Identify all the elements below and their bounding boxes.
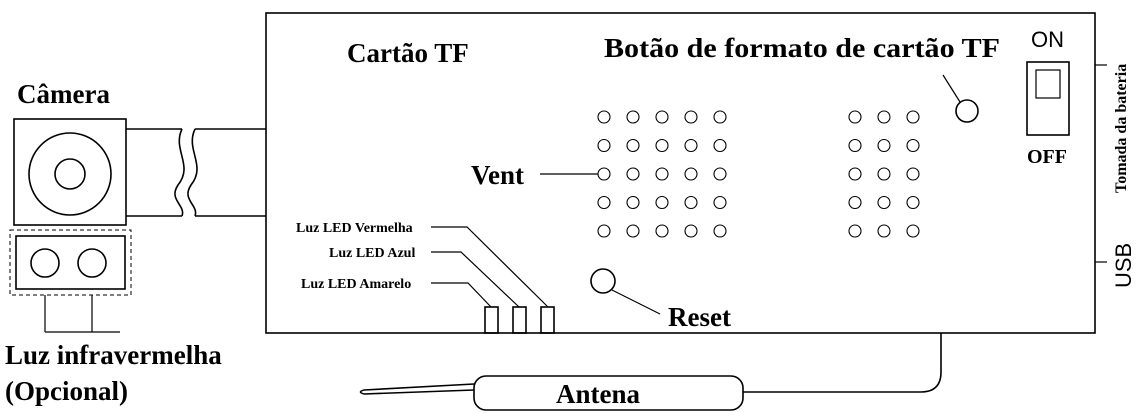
vent-hole bbox=[713, 224, 727, 238]
vent-hole bbox=[626, 138, 640, 153]
vent-label: Vent bbox=[471, 160, 524, 190]
vent-hole bbox=[597, 167, 611, 181]
vent-hole bbox=[626, 167, 640, 181]
vent-grid bbox=[597, 110, 920, 238]
vent-hole bbox=[684, 167, 698, 181]
vent-hole bbox=[848, 167, 862, 181]
antenna bbox=[359, 333, 942, 411]
power-switch bbox=[1026, 61, 1070, 136]
tf-format-button-label: Botão de formato de cartão TF bbox=[604, 33, 1000, 63]
vent-hole bbox=[597, 224, 611, 238]
vent-hole bbox=[848, 110, 862, 124]
vent-hole bbox=[906, 138, 920, 153]
switch-off-label: OFF bbox=[1027, 146, 1067, 168]
vent-hole bbox=[597, 138, 611, 153]
led-blue-label: Luz LED Azul bbox=[329, 246, 415, 261]
vent-hole bbox=[655, 224, 669, 238]
usb-label: USB bbox=[1111, 243, 1136, 288]
infrared-module bbox=[9, 229, 132, 333]
reset-label: Reset bbox=[668, 302, 731, 332]
vent-hole bbox=[877, 195, 891, 210]
vent-hole bbox=[684, 138, 698, 153]
antenna-label: Antena bbox=[556, 379, 641, 409]
vent-hole bbox=[877, 110, 891, 124]
vent-hole bbox=[597, 195, 611, 210]
vent-hole bbox=[655, 138, 669, 153]
tf-format-button bbox=[955, 99, 979, 123]
vent-hole bbox=[848, 138, 862, 153]
camera-module bbox=[13, 118, 266, 226]
led-indicators bbox=[431, 226, 555, 334]
switch-on-label: ON bbox=[1031, 27, 1064, 52]
vent-hole bbox=[848, 224, 862, 238]
vent-hole bbox=[877, 138, 891, 153]
battery-socket-label: Tomada da bateria bbox=[1113, 64, 1130, 193]
vent-hole bbox=[626, 224, 640, 238]
vent-hole bbox=[713, 195, 727, 210]
vent-hole bbox=[713, 110, 727, 124]
tf-card-label: Cartão TF bbox=[347, 38, 469, 68]
infrared-label-line2: (Opcional) bbox=[5, 376, 128, 406]
vent-hole bbox=[713, 138, 727, 153]
vent-hole bbox=[906, 110, 920, 124]
vent-hole bbox=[906, 195, 920, 210]
infrared-label-line1: Luz infravermelha bbox=[5, 340, 222, 370]
led-red-label: Luz LED Vermelha bbox=[296, 221, 413, 236]
reset-button bbox=[590, 268, 616, 294]
led-yellow-label: Luz LED Amarelo bbox=[301, 277, 411, 292]
camera-label: Câmera bbox=[17, 79, 110, 109]
device-body bbox=[265, 12, 1096, 334]
vent-hole bbox=[626, 110, 640, 124]
vent-hole bbox=[626, 195, 640, 210]
vent-hole bbox=[597, 110, 611, 124]
vent-hole bbox=[906, 224, 920, 238]
vent-hole bbox=[684, 224, 698, 238]
vent-hole bbox=[655, 195, 669, 210]
vent-hole bbox=[684, 195, 698, 210]
vent-hole bbox=[655, 110, 669, 124]
vent-hole bbox=[684, 110, 698, 124]
vent-hole bbox=[655, 167, 669, 181]
vent-hole bbox=[713, 167, 727, 181]
vent-hole bbox=[877, 167, 891, 181]
vent-hole bbox=[906, 167, 920, 181]
vent-hole bbox=[877, 224, 891, 238]
vent-hole bbox=[848, 195, 862, 210]
